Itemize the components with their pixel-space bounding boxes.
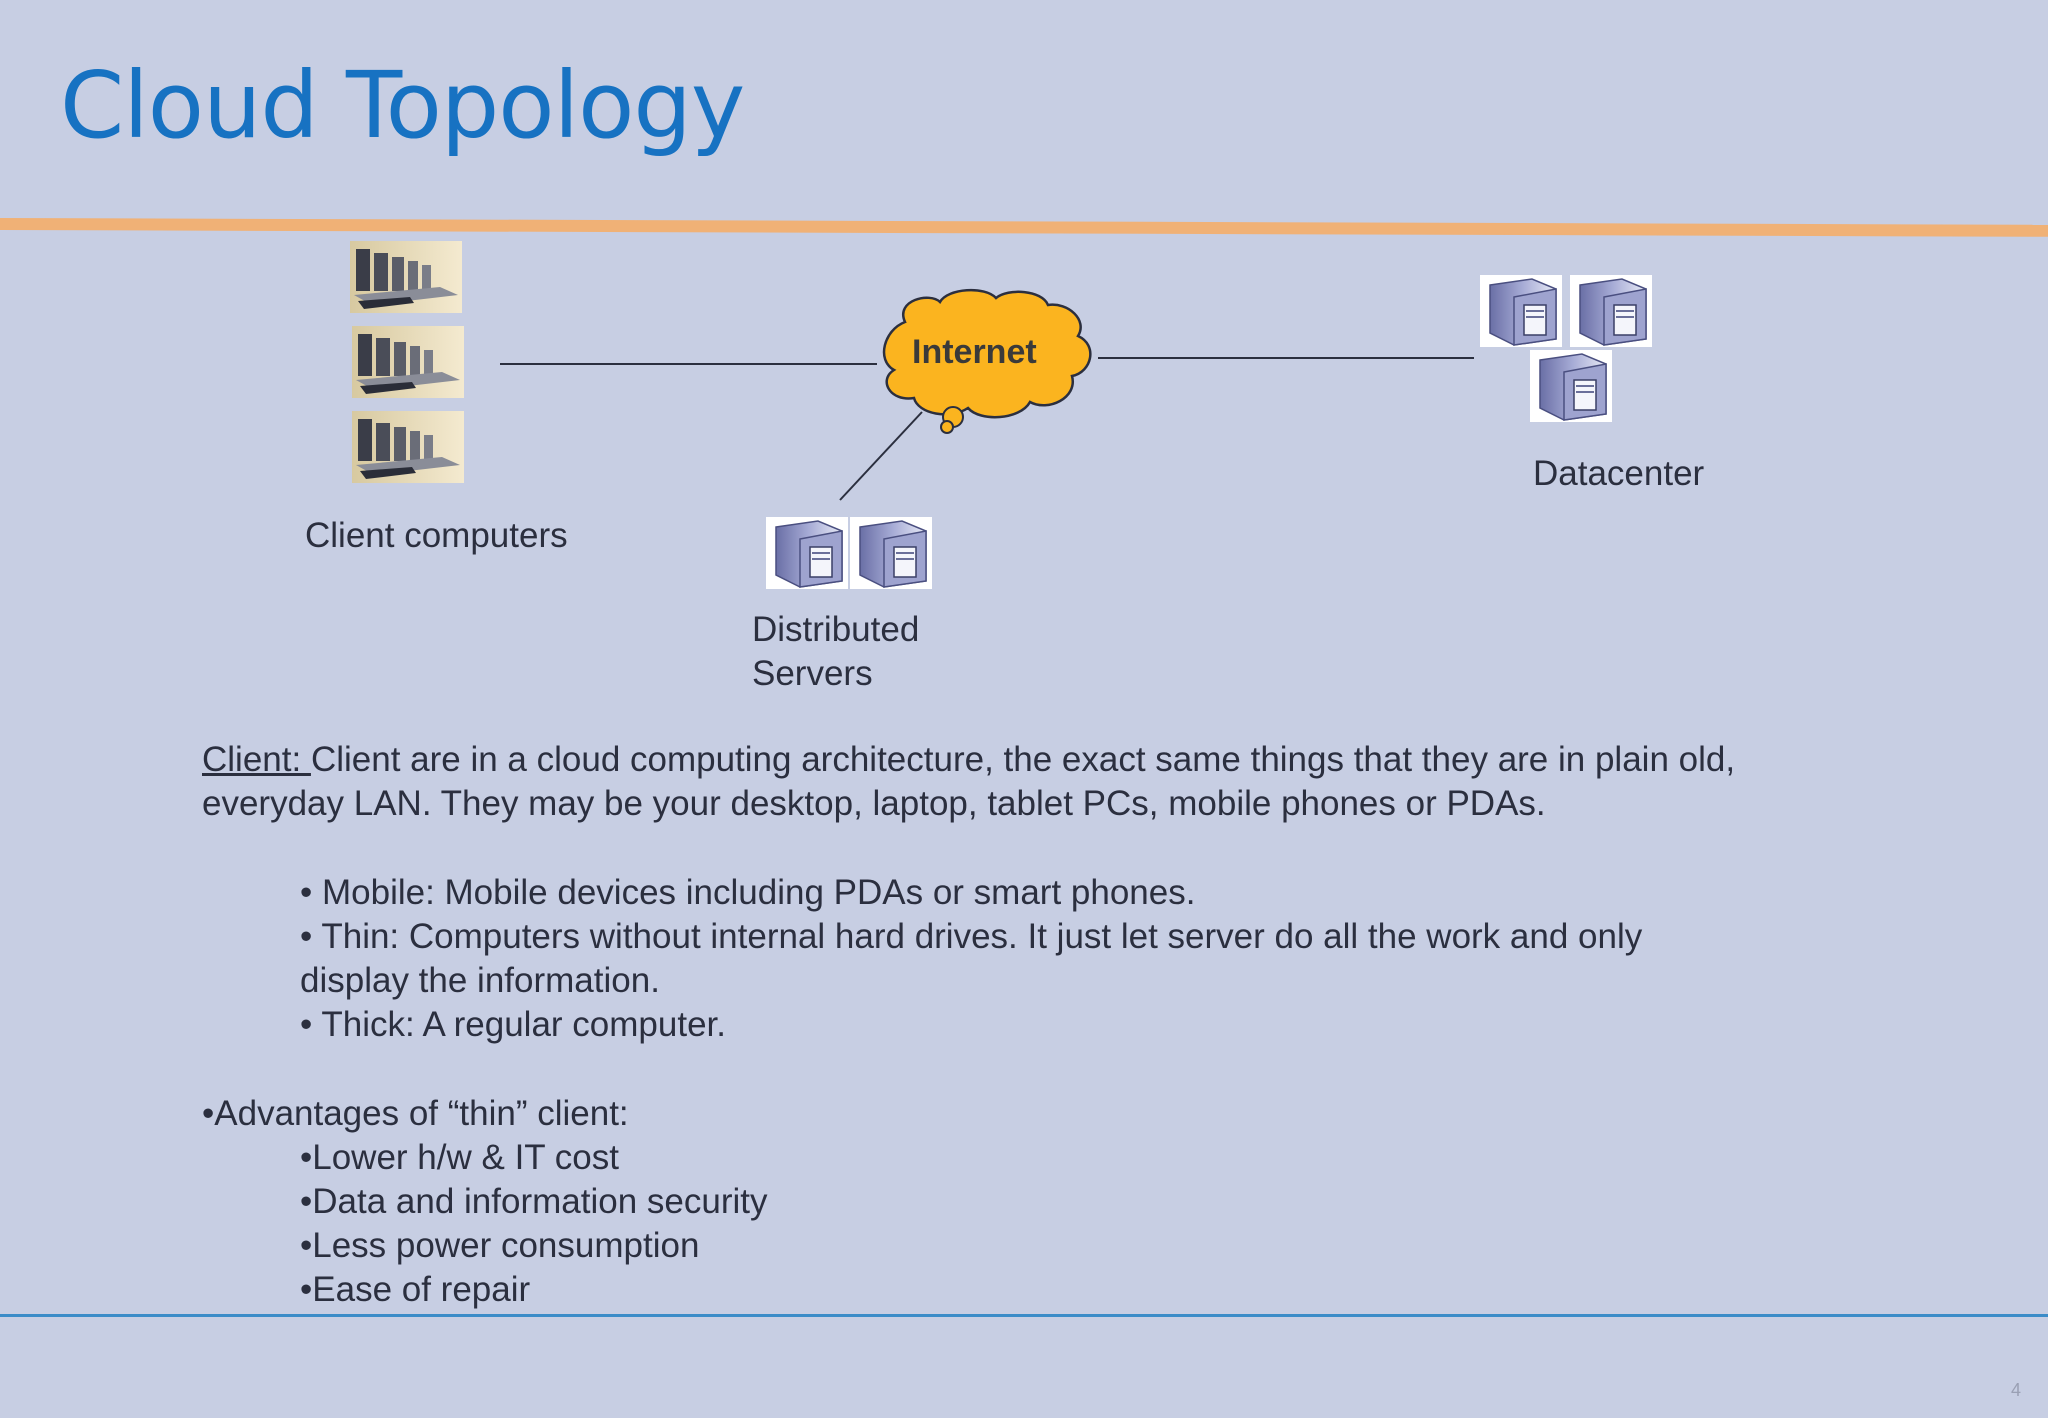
datacenter-server-icon [1529, 349, 1613, 423]
datacenter-server-icon [1479, 274, 1563, 348]
advantage-item: •Data and information security [300, 1182, 768, 1221]
advantage-item: •Less power consumption [300, 1226, 700, 1265]
distributed-label-line1: Distributed [752, 610, 920, 649]
footer-divider [0, 1314, 2048, 1317]
internet-label: Internet [912, 333, 1037, 371]
distributed-server-icon [765, 516, 849, 590]
datacenter-label: Datacenter [1533, 454, 1705, 493]
client-heading: Client: [202, 740, 311, 779]
bullet-thin: • Thin: Computers without internal hard … [300, 917, 1643, 956]
bullet-thick: • Thick: A regular computer. [300, 1005, 726, 1044]
datacenter-server-icon [1569, 274, 1653, 348]
page-number: 4 [2010, 1380, 2021, 1400]
distributed-label-line2: Servers [752, 654, 873, 693]
client-text: Client are in a cloud computing architec… [310, 740, 1736, 779]
client-computer-icon [352, 326, 464, 398]
client-computer-icon [350, 241, 462, 313]
bullet-thin-continued: display the information. [300, 961, 660, 1000]
internet-cloud-icon [882, 288, 1092, 434]
bullet-mobile: • Mobile: Mobile devices including PDAs … [300, 873, 1196, 912]
advantage-item: •Lower h/w & IT cost [300, 1138, 619, 1177]
client-description-line2: everyday LAN. They may be your desktop, … [202, 784, 1546, 823]
client-computer-icon [352, 411, 464, 483]
distributed-server-icon [849, 516, 933, 590]
slide-title: Cloud Topology [60, 52, 745, 159]
client-description-line1: Client: Client are in a cloud computing … [202, 738, 1735, 782]
advantage-item: •Ease of repair [300, 1270, 531, 1309]
distributed-link-line [839, 411, 923, 501]
client-computers-label: Client computers [305, 516, 568, 555]
advantages-heading: •Advantages of “thin” client: [202, 1094, 629, 1133]
